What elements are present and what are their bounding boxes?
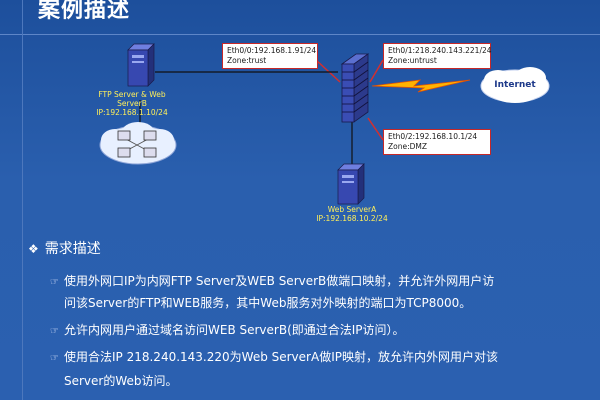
web-server-a-label: Web ServerA IP:192.168.10.2/24: [300, 205, 404, 223]
requirement-text: Server的Web访问。: [64, 374, 178, 388]
network-diagram: Eth0/0:192.168.1.91/24 Zone:trust Eth0/1…: [82, 43, 550, 223]
callout-interface: Eth0/2:192.168.10.1/24: [388, 132, 478, 141]
web-server-a-icon: [337, 163, 365, 205]
callout-connector: [367, 117, 384, 141]
callout-zone: Zone:DMZ: [388, 142, 428, 151]
callout-zone: Zone:untrust: [388, 56, 437, 65]
callout-eth0-2: Eth0/2:192.168.10.1/24 Zone:DMZ: [383, 129, 491, 155]
slide-left-rule: [22, 0, 23, 400]
requirement-text: 允许内网用户通过域名访问WEB ServerB(即通过合法IP访问）。: [64, 323, 405, 337]
requirement-item: ☞ 使用外网口IP为内网FTP Server及WEB ServerB做端口映射，并…: [50, 272, 495, 289]
pointing-hand-icon: ☞: [50, 326, 59, 337]
ftp-server-icon: [127, 43, 155, 87]
slide-title: 案例描述: [38, 0, 131, 23]
lan-cloud-icon: [99, 122, 177, 165]
callout-eth0-1: Eth0/1:218.240.143.221/24 Zone:untrust: [383, 43, 492, 69]
lightning-link-icon: [371, 79, 471, 93]
ftp-server-name-2: ServerB: [117, 99, 147, 108]
callout-connector: [369, 59, 384, 83]
pointing-hand-icon: ☞: [50, 353, 59, 364]
diamond-bullet-icon: ❖: [28, 242, 39, 256]
callout-interface: Eth0/1:218.240.143.221/24: [388, 46, 492, 55]
callout-eth0-0: Eth0/0:192.168.1.91/24 Zone:trust: [222, 43, 318, 69]
ftp-server-label: FTP Server & Web ServerB IP:192.168.1.10…: [82, 90, 182, 117]
internet-label: Internet: [494, 80, 536, 90]
ftp-server-ip: IP:192.168.1.10/24: [96, 108, 168, 117]
pointing-hand-icon: ☞: [50, 277, 59, 288]
requirement-text: 使用合法IP 218.240.143.220为Web ServerA做IP映射，…: [64, 350, 498, 364]
requirements-heading-text: 需求描述: [44, 241, 101, 257]
requirement-item: ☞ 使用合法IP 218.240.143.220为Web ServerA做IP映射…: [50, 348, 498, 365]
requirements-heading: ❖ 需求描述: [28, 238, 101, 258]
callout-zone: Zone:trust: [227, 56, 267, 65]
network-diagram-graphics: [99, 43, 550, 205]
web-server-a-name: Web ServerA: [327, 205, 377, 214]
ftp-server-name: FTP Server & Web: [98, 90, 166, 99]
requirement-item-cont: 问该Server的FTP和WEB服务，其中Web服务对外映射的端口为TCP800…: [64, 294, 471, 311]
callout-interface: Eth0/0:192.168.1.91/24: [227, 46, 317, 55]
internet-cloud-icon: [480, 67, 550, 103]
slide-top-rule: [0, 34, 600, 35]
requirement-text: 问该Server的FTP和WEB服务，其中Web服务对外映射的端口为TCP800…: [64, 296, 472, 310]
requirement-text: 使用外网口IP为内网FTP Server及WEB ServerB做端口映射，并允…: [64, 274, 495, 288]
callout-connector: [315, 59, 341, 83]
requirement-item: ☞ 允许内网用户通过域名访问WEB ServerB(即通过合法IP访问）。: [50, 321, 405, 338]
firewall-icon: [340, 53, 370, 123]
requirement-item-cont: Server的Web访问。: [64, 372, 178, 389]
web-server-a-ip: IP:192.168.10.2/24: [316, 214, 388, 223]
